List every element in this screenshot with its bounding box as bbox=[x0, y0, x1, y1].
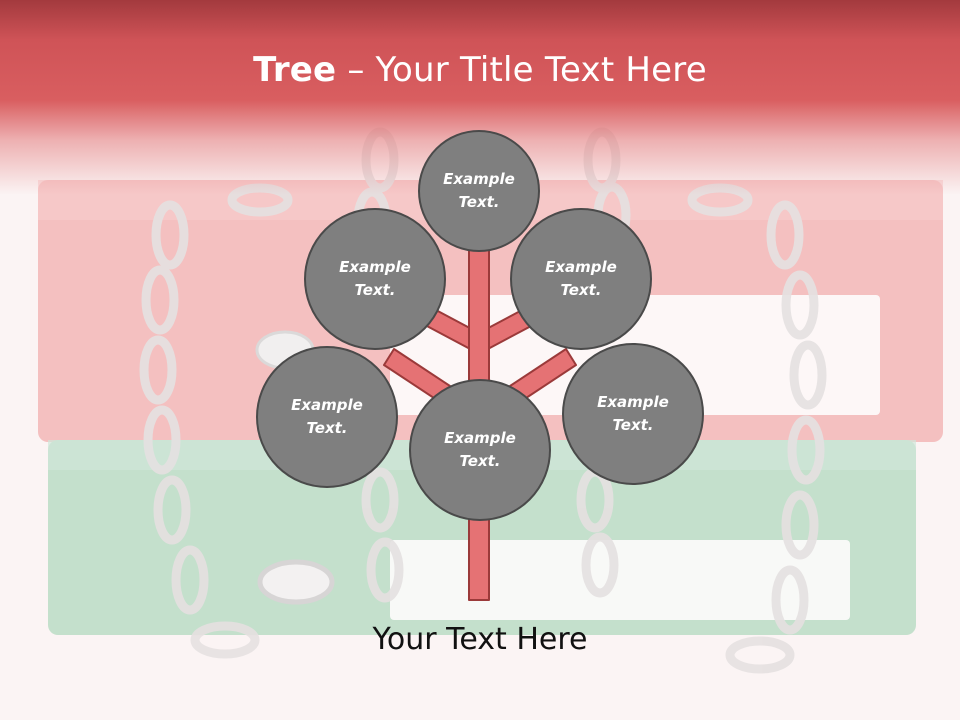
title-bold: Tree bbox=[253, 50, 337, 90]
tree-node-lower-left: Example Text. bbox=[256, 346, 398, 488]
tree-node-lower-right: Example Text. bbox=[562, 343, 704, 485]
node-label: Example Text. bbox=[443, 170, 515, 211]
slide-caption: Your Text Here bbox=[372, 622, 588, 657]
node-label: Example Text. bbox=[545, 258, 617, 299]
node-label: Example Text. bbox=[444, 429, 516, 470]
node-label: Example Text. bbox=[339, 258, 411, 299]
slide-title: Tree – Your Title Text Here bbox=[0, 50, 960, 90]
tree-node-center: Example Text. bbox=[409, 379, 551, 521]
node-label: Example Text. bbox=[597, 393, 669, 434]
tree-node-top: Example Text. bbox=[418, 130, 540, 252]
node-label: Example Text. bbox=[291, 396, 363, 437]
tree-node-upper-left: Example Text. bbox=[304, 208, 446, 350]
title-rest: – Your Title Text Here bbox=[347, 50, 707, 90]
tree-node-upper-right: Example Text. bbox=[510, 208, 652, 350]
chain-illustration bbox=[139, 127, 827, 674]
